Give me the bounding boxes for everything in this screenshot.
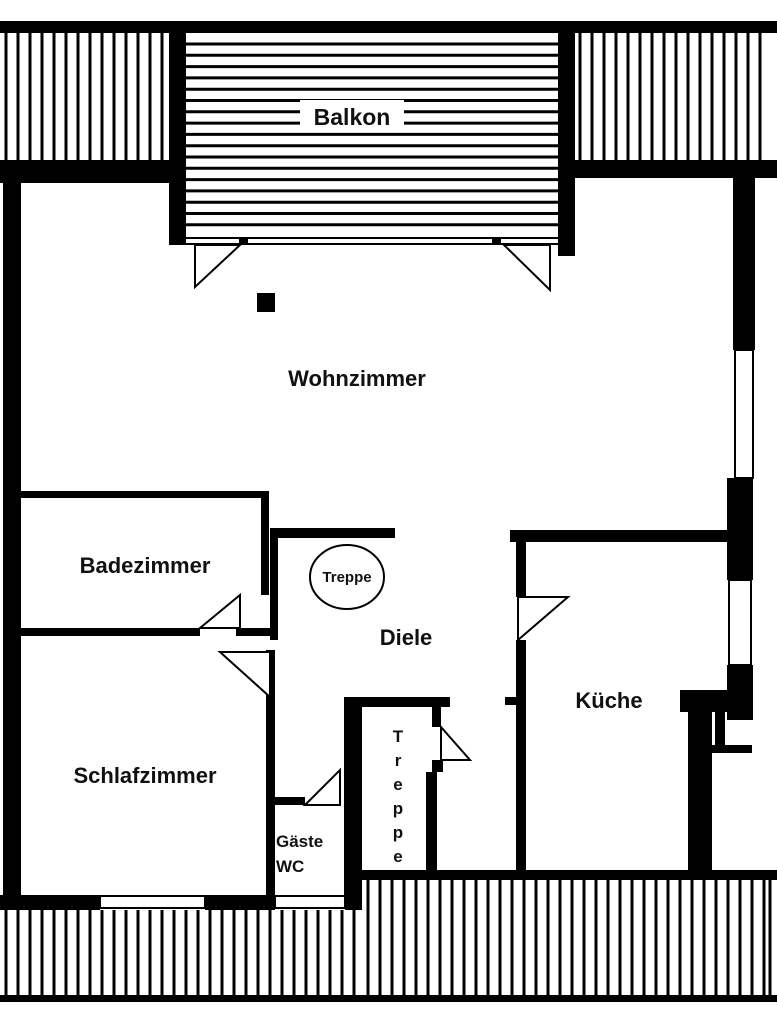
railings: [4, 33, 772, 1000]
room-label-treppe-vertical: Treppe: [393, 727, 404, 866]
balkon-label-bg: [300, 100, 404, 130]
treppe-letter: T: [393, 727, 404, 746]
room-label-balkon: Balkon: [314, 104, 391, 130]
treppe-letter: e: [393, 847, 402, 866]
room-label-treppe-round: Treppe: [322, 569, 371, 586]
windows: [99, 349, 754, 909]
room-label-wc: WC: [276, 857, 304, 876]
room-label-diele: Diele: [380, 625, 433, 650]
treppe-letter: p: [393, 823, 403, 842]
room-label-schlafzimmer: Schlafzimmer: [73, 763, 216, 788]
room-label-kueche: Küche: [575, 688, 642, 713]
staircase-circle: [309, 544, 385, 610]
treppe-letter: r: [395, 751, 402, 770]
treppe-letter: p: [393, 799, 403, 818]
room-label-wohnzimmer: Wohnzimmer: [288, 366, 426, 391]
door-swings: [194, 244, 571, 806]
room-label-gaeste: Gäste: [276, 832, 323, 851]
treppe-letter: e: [393, 775, 402, 794]
walls: [0, 21, 777, 1002]
room-label-badezimmer: Badezimmer: [80, 553, 211, 578]
